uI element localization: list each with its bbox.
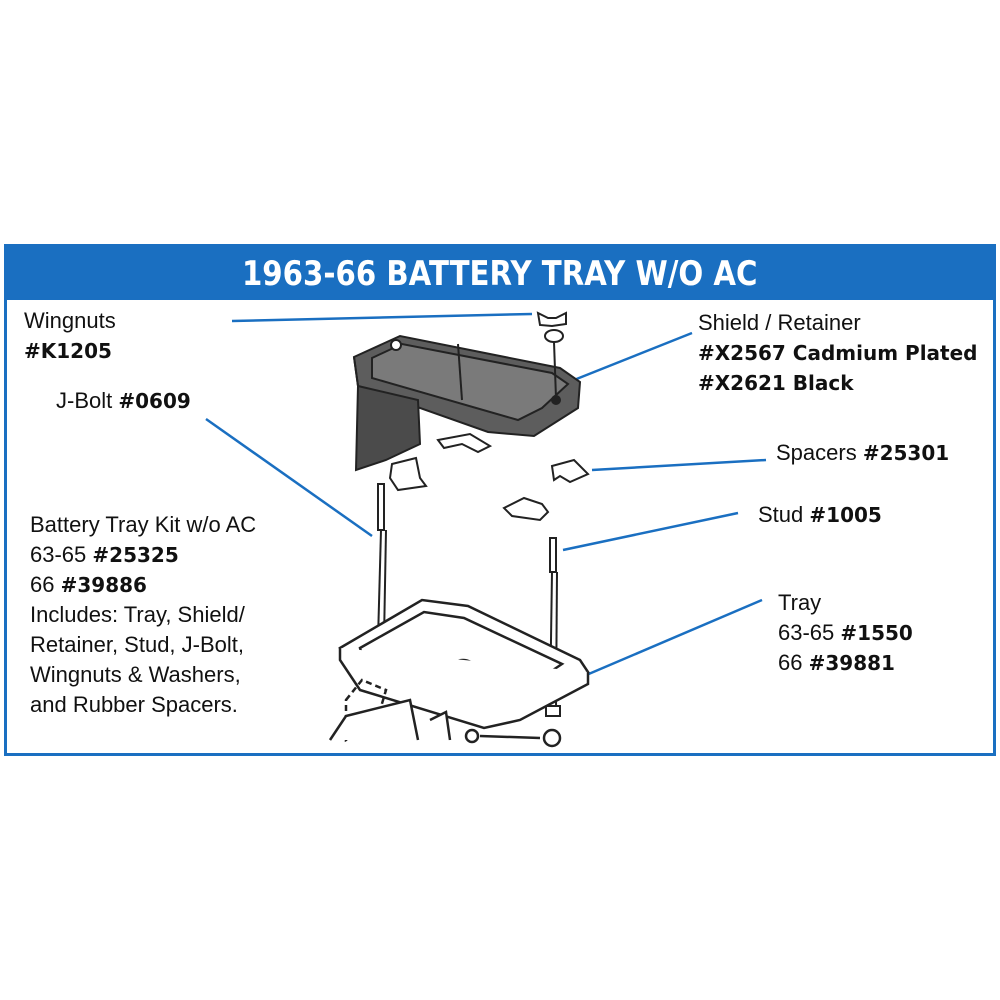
stud-label: Stud #1005	[758, 500, 882, 530]
tray-part-63-65: #1550	[840, 621, 913, 645]
tray-label: Tray 63-65 #1550 66 #39881	[778, 588, 913, 678]
title-banner: 1963-66 BATTERY TRAY W/O AC	[7, 247, 993, 300]
stud-part-number: #1005	[809, 503, 882, 527]
kit-line-63-65: 63-65 #25325	[30, 542, 179, 567]
leader-shield	[573, 331, 693, 382]
spacers-part-number: #25301	[862, 441, 950, 465]
kit-title: Battery Tray Kit w/o AC	[30, 512, 257, 537]
shield-retainer-part	[352, 334, 582, 472]
spacers-part	[388, 432, 590, 522]
kit-label: Battery Tray Kit w/o AC 63-65 #25325 66 …	[30, 510, 256, 720]
leader-wingnuts	[231, 312, 533, 323]
stud-name: Stud	[758, 502, 804, 527]
shield-name: Shield / Retainer	[698, 310, 861, 335]
shield-label: Shield / Retainer #X2567 Cadmium Plated …	[698, 308, 977, 398]
leader-tray	[583, 598, 763, 678]
leader-stud	[562, 511, 739, 552]
leader-jbolt	[205, 417, 373, 538]
tray-part-66: #39881	[808, 651, 895, 675]
wingnuts-name: Wingnuts	[24, 308, 116, 333]
leader-spacers	[591, 458, 767, 472]
tray-part	[328, 598, 590, 748]
jbolt-label: J-Bolt #0609	[56, 386, 191, 416]
kit-includes-2: Retainer, Stud, J-Bolt,	[30, 632, 244, 657]
shield-part-cadmium: #X2567 Cadmium Plated	[698, 341, 978, 365]
diagram-title: 1963-66 BATTERY TRAY W/O AC	[242, 253, 758, 294]
kit-includes-3: Wingnuts & Washers,	[30, 662, 241, 687]
tray-line-66: 66 #39881	[778, 650, 895, 675]
jbolt-name: J-Bolt	[56, 388, 113, 413]
spacers-label: Spacers #25301	[776, 438, 949, 468]
tray-line-63-65: 63-65 #1550	[778, 620, 913, 645]
kit-part-63-65: #25325	[92, 543, 179, 567]
shield-part-black: #X2621 Black	[698, 371, 854, 395]
spacers-name: Spacers	[776, 440, 857, 465]
tray-name: Tray	[778, 590, 822, 615]
kit-part-66: #39886	[60, 573, 147, 597]
wingnuts-label: Wingnuts #K1205	[24, 306, 116, 366]
jbolt-part	[377, 483, 387, 641]
kit-line-66: 66 #39886	[30, 572, 147, 597]
wingnut-part	[536, 311, 567, 399]
wingnuts-part-number: #K1205	[24, 339, 112, 363]
jbolt-part-number: #0609	[118, 389, 191, 413]
kit-includes-4: and Rubber Spacers.	[30, 692, 238, 717]
kit-includes-1: Includes: Tray, Shield/	[30, 602, 245, 627]
